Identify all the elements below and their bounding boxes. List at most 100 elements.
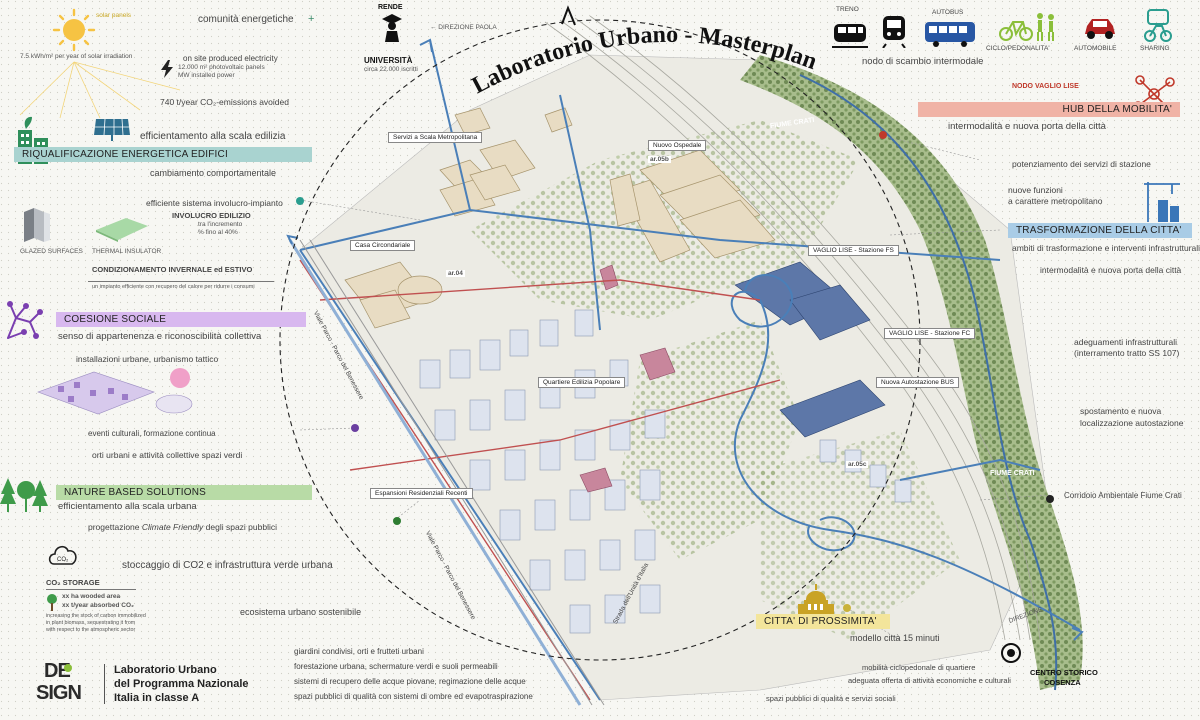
envelope-note2: % fino al 40% [198, 229, 238, 236]
nature-ecosystem: ecosistema urbano sostenibile [240, 607, 362, 617]
thermal-insulator-icon [96, 218, 148, 242]
social-events: eventi culturali, formazione continua [88, 429, 216, 438]
nature-bottom2: forestazione urbana, schermature verdi e… [294, 662, 498, 671]
sharing-icon [1144, 9, 1172, 42]
nuove-funzioni2: a carattere metropolitano [1008, 196, 1103, 206]
solar-panel-icon [94, 118, 130, 141]
social-belonging: senso di appartenenza e riconoscibilità … [58, 331, 262, 342]
pv-note1: 12.000 m² photovoltaic panels [178, 64, 265, 71]
car-icon [1085, 19, 1115, 39]
direction-paola: ← DIREZIONE PAOLA [430, 24, 497, 31]
solar-irradiation-note: 7.5 kWh/m² per year of solar irradiation [20, 53, 133, 60]
thermal-label: THERMAL INSULATOR [92, 248, 162, 255]
mobility-hub-band: HUB DELLA MOBILITA' [918, 102, 1180, 117]
rende-label: RENDE [378, 4, 403, 11]
proximity-mobility: mobilità ciclopedonale di quartiere [862, 663, 976, 672]
nuove-funzioni1: nuove funzioni [1008, 185, 1063, 195]
nodo-vaglio-label: NODO VAGLIO LISE [1012, 83, 1079, 90]
river-label-south: FIUME CRATI [990, 470, 1035, 477]
pv-note2: MW installed power [178, 72, 235, 79]
glazed-surface-icon [24, 208, 50, 242]
social-dot [351, 424, 359, 432]
centro-storico-line2: COSENZA [1044, 678, 1081, 687]
proximity-spazi: spazi pubblici di qualità e servizi soci… [766, 694, 896, 703]
potenziamento: potenziamento dei servizi di stazione [1012, 159, 1151, 169]
mode-label-train: TRENO [836, 6, 859, 13]
students-label: circa 22.000 iscritti [364, 66, 418, 73]
storage-note3: with respect to the atmospheric sector [46, 627, 136, 633]
graduate-icon [382, 14, 402, 42]
corridor-dot [1046, 495, 1054, 503]
river-line [799, 74, 1058, 691]
mode-label-bus: AUTOBUS [932, 9, 964, 16]
buildings-station [734, 261, 886, 438]
logo-dot [64, 664, 72, 672]
mode-label-car: AUTOMOBILE [1074, 45, 1117, 52]
train-icon [832, 24, 868, 48]
spostamento2: localizzazione autostazione [1080, 418, 1184, 428]
wooded-area: xx ha wooded area [62, 593, 121, 600]
label-servizi: Servizi a Scala Metropolitana [388, 132, 483, 143]
nature-storage: stoccaggio di CO2 e infrastruttura verde… [122, 560, 333, 571]
green-area-center [620, 320, 800, 560]
bike-pedestrian-icon [999, 13, 1054, 41]
university-label: UNIVERSITÀ [364, 56, 413, 65]
nature-bottom1: giardini condivisi, orti e frutteti urba… [294, 647, 424, 656]
energy-community: comunità energetiche [198, 14, 294, 25]
footer-line2: del Programma Nazionale [114, 678, 249, 690]
glazed-label: GLAZED SURFACES [20, 248, 83, 255]
nature-bottom4: spazi pubblici di qualità con sistemi di… [294, 692, 533, 701]
buildings-hospital [609, 149, 776, 263]
proximity-model: modello città 15 minuti [850, 633, 940, 643]
buildings-highlight [579, 264, 676, 493]
social-installations: installazioni urbane, urbanismo tattico [76, 354, 219, 364]
buildings-prison [344, 261, 443, 329]
mobility-intermodal: intermodalità e nuova porta della città [948, 121, 1106, 132]
energy-dot [296, 197, 304, 205]
proximity-adeguata: adeguata offerta di attività economiche … [848, 676, 1011, 685]
transformation-intermodal: intermodalità e nuova porta della città [1040, 265, 1182, 275]
energy-band: RIQUALIFICAZIONE ENERGETICA EDIFICI [14, 147, 312, 162]
absorbed-co2: xx t/year absorbed CO₂ [62, 602, 134, 609]
label-vaglio-fc: VAGLIO LISE - Stazione FC [884, 328, 976, 339]
co2-storage-label: CO₂ STORAGE [46, 578, 100, 587]
envelope-label: INVOLUCRO EDILIZIO [172, 211, 251, 220]
adeguamenti2: (interramento tratto SS 107) [1074, 348, 1180, 358]
nature-efficiency-urban: efficientamento alla scala urbana [58, 501, 197, 512]
lightning-icon [161, 60, 173, 78]
masterplan-dashed-circle [279, 19, 921, 661]
on-site-electricity: on site produced electricity [183, 54, 278, 63]
river-corridor [740, 55, 1083, 690]
envelope-system: efficiente sistema involucro-impianto [146, 198, 283, 208]
label-espansioni: Espansioni Residenziali Recenti [370, 488, 473, 499]
co2-cloud-icon: CO₂ [48, 545, 77, 565]
storage-note2: in plant biomass, sequestrating it from [46, 620, 136, 626]
proximity-band: CITTA' DI PROSSIMITA' [756, 614, 890, 629]
metro-icon [882, 16, 906, 48]
divider [46, 589, 136, 590]
nature-band: NATURE BASED SOLUTIONS [56, 485, 312, 500]
code-ar04: ar.04 [446, 270, 465, 277]
corridoio-label: Corridoio Ambientale Fiume Crati [1064, 491, 1182, 500]
north-arrow-icon [561, 5, 576, 26]
code-ar05b: ar.05b [648, 156, 671, 163]
solar-label: solar panels [96, 12, 132, 19]
logo-divider [104, 664, 105, 704]
city-dome-icon [798, 584, 834, 614]
footer-line1: Laboratorio Urbano [114, 664, 217, 676]
envelope-note1: tra l'incremento [198, 221, 243, 228]
mode-label-bike: CICLO/PEDONALITA' [986, 45, 1050, 52]
mode-label-sharing: SHARING [1140, 45, 1170, 52]
nature-dot [393, 517, 401, 525]
social-gardens: orti urbani e attività collettive spazi … [92, 450, 243, 460]
spostamento1: spostamento e nuova [1080, 406, 1162, 416]
conditioning-note: un impianto efficiente con recupero del … [92, 284, 255, 290]
sun-icon [52, 8, 96, 52]
construction-crane-icon [1144, 182, 1180, 222]
label-autostazione: Nuova Autostazione BUS [876, 377, 959, 388]
transformation-band: TRASFORMAZIONE DELLA CITTA' [1008, 223, 1192, 238]
label-quartiere: Quartiere Edilizia Popolare [538, 377, 626, 388]
svg-text:CO₂: CO₂ [57, 557, 69, 563]
target-icon [1001, 643, 1021, 663]
